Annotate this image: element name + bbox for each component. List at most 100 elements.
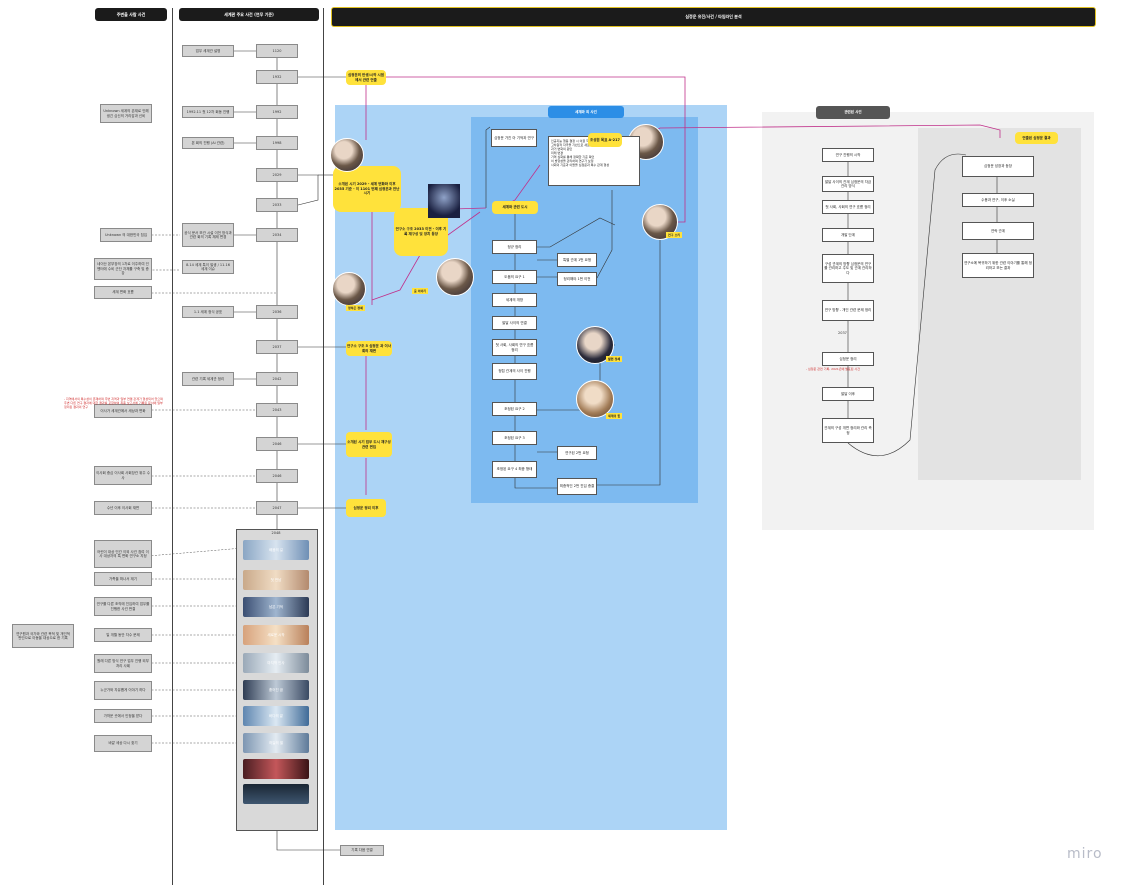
column-divider-1 [172, 8, 173, 885]
year-box: 2036 [256, 305, 298, 319]
thumbnail[interactable]: 하늘의 별 [243, 733, 309, 753]
yellow-callout: 연구소 구조 5 심정운 과 이사회의 재편 [346, 341, 392, 356]
year-box: 2033 [256, 198, 298, 212]
left-note: Unknown 세계의 존재로 인해 생긴 심신의 거리감과 신비 [100, 104, 152, 123]
character-avatar [332, 272, 366, 306]
year-box: 2043 [256, 403, 298, 417]
blue-panel-badge: 세계와 외 사건 [548, 106, 624, 118]
left-note: 연구를 다른 조직에 진입하여 업무를 진행한 사건 판결 [94, 597, 152, 616]
year-box: 2046 [256, 469, 298, 483]
left-note: 가족을 떠나서 재기 [94, 572, 152, 586]
header-people-events: 주변을 사람 사건 [95, 8, 167, 21]
gray-inner-box: 수용과 연구, 이후 소실 [962, 193, 1034, 207]
flow-box: 발달 사이의 연결 [492, 316, 537, 330]
goal-note-line: 과거 변화의 원인 [551, 147, 573, 152]
mid-box: 1992.11 첫 12차 회동 진행 [182, 106, 234, 118]
mid-box: 업무 세계관 설명 [182, 45, 234, 57]
year-box: 1120 [256, 44, 298, 58]
mid-box: 본 회의 진행 (Ai 관련) [182, 137, 234, 149]
gray-flow-box: 연구 방향 - 개인 관련 문제 정리 [822, 300, 874, 321]
left-note: 이사가 세계관에서 세상과 변화 [94, 404, 152, 418]
left-note: 가까운 곳에서 인정을 받다 [94, 709, 152, 723]
year-box: 2047 [256, 501, 298, 515]
gray-flow-box: 심정운 정리 [822, 352, 874, 366]
left-note: 수년 이후 이사회 재편 [94, 501, 152, 515]
left-note: 세계 변화 흐름 [94, 286, 152, 299]
character-image [428, 184, 460, 218]
left-note: 일 개월 동안 자수 문제 [94, 628, 152, 642]
gallery-year: 2048 [271, 531, 281, 535]
mid-box: 공식 문서 보관 시설 이전 방식과 관련 회의 기록 체제 변경 [182, 223, 234, 247]
year-box: 1992 [256, 105, 298, 119]
goal-note-title: 조성원 목표 A-217 [588, 133, 622, 147]
gray-label-2037: 2037 [838, 331, 847, 335]
miro-watermark: miro [1067, 846, 1103, 862]
flow-box: 조정된 요구 2 [492, 402, 537, 416]
character-label: 연구 소리 [666, 232, 683, 238]
thumbnail[interactable]: 첫 만남 [243, 570, 309, 590]
year-box: 1998 [256, 136, 298, 150]
year-box: 1932 [256, 70, 298, 84]
bottom-box: 기록 다음 연결 [340, 845, 384, 856]
flow-box: 도움의 요구 1 [492, 270, 537, 284]
thumbnail[interactable]: 바다의 끝 [243, 706, 309, 726]
mid-box: 1.1 세계 정식 공표 [182, 306, 234, 318]
yellow-callout: 소개된 시기 업무 도시 재구성 관련 편입 [346, 432, 392, 457]
thumbnail[interactable]: 흩어진 꿈 [243, 680, 309, 700]
year-box: 2046 [256, 437, 298, 451]
thumbnail[interactable] [243, 784, 309, 804]
left-note: 네이산 본부장의 1차로 이주하여 인벤터에 수비 군단 자체를 구축 및 증강 [94, 258, 152, 280]
thumbnail[interactable]: 새로운 시작 [243, 625, 309, 645]
goal-note-line: 고차원적 자극을 기반으로 새로운 변화 [551, 143, 599, 148]
mid-box: 관련 기록 세계관 정리 [182, 372, 234, 386]
flow-box: 조정된 요구 3 [492, 431, 537, 445]
flow-box: 특별 관계 1번 요청 [557, 253, 597, 267]
flow-box: 첫 사회, 사회의 연구 흐름 정리 [492, 339, 537, 356]
character-avatar [576, 380, 614, 418]
flow-box: 연구된 2번 요청 [557, 446, 597, 460]
goal-note-line: 미래 변경 [551, 151, 563, 156]
gray-panel-badge: 관련된 사건 [816, 106, 890, 119]
left-note: 원래 다른 방식 연구 업무 진행 외부 처리 사례 [94, 654, 152, 673]
year-box: 2037 [256, 340, 298, 354]
gray-flow-box: 발달 이후 [822, 387, 874, 401]
header-world-events: 세계관 주요 사건 (연무 기준) [179, 8, 319, 21]
character-label: 정하은 정체 [346, 305, 365, 311]
flow-box: 정규 정리 [492, 240, 537, 254]
left-note: Unknown 의 대한민국 침입 [100, 228, 152, 242]
character-label: 발현 정체 [606, 356, 623, 362]
header-timeline-analysis: 심정운 유진/사건 / 타임라인 분석 [331, 7, 1096, 27]
yellow-callout: 심정운 정리 이후 [346, 499, 386, 517]
mid-box: 8.14 세계 특이 발생 / 11.16 세계 이슈 [182, 260, 234, 274]
left-note: 바깥 세상 다시 찾기 [94, 735, 152, 752]
gray-flow-box: 구성 관계의 방향 심정운의 연구를 관리하고 주도 및 관계 관리하다 [822, 254, 874, 283]
gray-panel-inner [918, 128, 1081, 480]
goal-note-line: 인공지능 행동 결정 시 이끌 학습 [551, 139, 592, 143]
left-note: 누군가와 자유롭게 이야기 하다 [94, 681, 152, 700]
thumbnail[interactable]: 배움의 길 [243, 540, 309, 560]
gray-flow-box: 관계의 구성 개편 정리와 관리 측정 [822, 418, 874, 443]
red-annotation-left: - 지역에서의 특수성이 존재하며 주변 지역과 일부 연결 관계가 형성되어 … [64, 397, 163, 409]
flow-box: 정립 관계의 사이 진행 [492, 363, 537, 380]
character-avatar [436, 258, 474, 296]
gray-inner-box: 연구소에 복귀하기 위한 관련 이야기를 통해 정리하고 보는 결과 [962, 253, 1034, 278]
goal-note-line: 기억 심화를 통해 정확한 기준 확인 [551, 155, 595, 160]
character-label: 세계의 힘 [606, 413, 623, 419]
flow-box: 세계의 개방 [492, 293, 537, 307]
gray-flow-box: 연구 진행의 시작 [822, 148, 874, 162]
year-box: 2029 [256, 168, 298, 182]
column-divider-2 [323, 8, 324, 885]
flow-box-highlight: 세계와 관련 도시 [492, 201, 538, 214]
thumbnail[interactable]: 마지막 인사 [243, 653, 309, 673]
gray-flow-box: 첫 사회, 사회의 연구 흐름 정리 [822, 200, 874, 214]
left-note: 이사회 중심 이사회 사회장관 위주 수사 [94, 466, 152, 485]
thumbnail[interactable] [243, 759, 309, 779]
gray-red-note: - 심정운 관련 기록, 2021년에 발표된 사건 [806, 367, 861, 371]
year-box: 2034 [256, 228, 298, 242]
gray-flow-box: 개발 단계 [822, 228, 874, 242]
flow-box: 정리해야 1번 이전 [557, 272, 597, 286]
gray-inner-box: 심정운 성장과 등장 [962, 156, 1034, 177]
flow-box: 최종적인 2번 진입 종결 [557, 478, 597, 495]
thumbnail[interactable]: 남은 기억 [243, 597, 309, 617]
